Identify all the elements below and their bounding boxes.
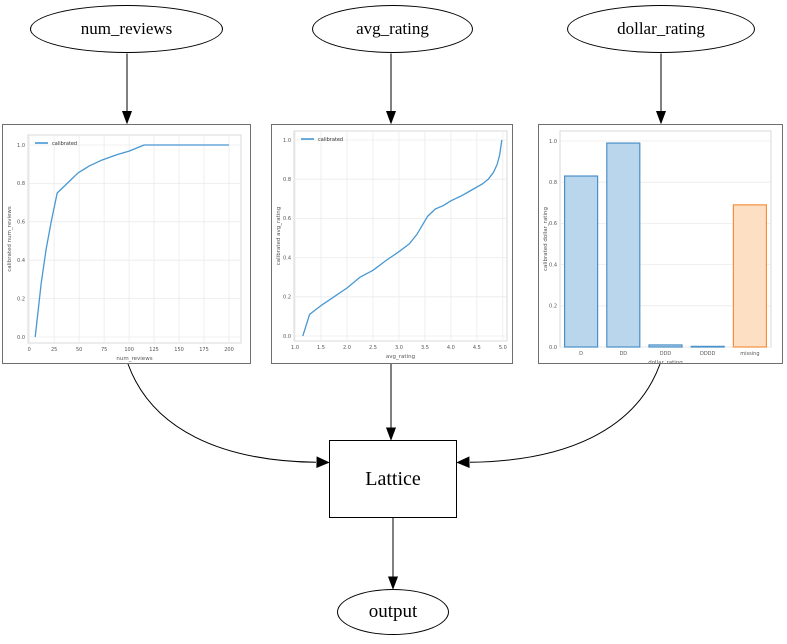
- x-tick-label: 50: [76, 347, 82, 353]
- calibration-line: [302, 139, 503, 337]
- y-tick-label: 0.2: [17, 296, 25, 302]
- y-axis-label: calibrated num_reviews: [7, 206, 13, 272]
- bar-D: [564, 175, 599, 348]
- y-axis: 0.0 0.2 0.4 0.6 0.8 1.0: [283, 138, 291, 340]
- node-dollar-rating-label: dollar_rating: [617, 19, 705, 38]
- y-axis: 0.0 0.2 0.4 0.6 0.8 1.0: [549, 139, 557, 351]
- y-tick-label: 0.8: [17, 181, 25, 187]
- arrowhead: [387, 576, 399, 590]
- x-tick-label: D: [579, 351, 583, 357]
- y-tick-label: 0.2: [283, 295, 291, 301]
- x-tick-label: 2.0: [343, 345, 351, 351]
- x-tick-label: 3.5: [421, 345, 429, 351]
- grid: [28, 135, 241, 343]
- bar-missing: [732, 204, 767, 348]
- y-tick-label: 0.4: [17, 258, 25, 264]
- node-lattice: Lattice: [329, 440, 457, 518]
- x-axis-label: dollar_rating: [648, 360, 683, 363]
- y-tick-label: 0.4: [549, 262, 557, 268]
- y-axis: 0.0 0.2 0.4 0.6 0.8 1.0: [17, 143, 25, 341]
- node-lattice-label: Lattice: [365, 467, 421, 490]
- legend-label: calibrated: [318, 137, 343, 143]
- x-tick-label: 125: [149, 347, 159, 353]
- arrowhead: [456, 456, 470, 469]
- y-tick-label: 1.0: [283, 138, 291, 144]
- legend: calibrated: [35, 141, 77, 147]
- bar-DDD: [648, 344, 683, 348]
- x-tick-label: DDD: [660, 351, 672, 357]
- x-tick-label: 4.5: [473, 345, 481, 351]
- chart-avg-rating-svg: 0.0 0.2 0.4 0.6 0.8 1.0 1.0 1.5 2.0 2.5 3.0 3.5 4.0 4…: [276, 130, 508, 360]
- node-avg-rating: avg_rating: [312, 5, 473, 53]
- x-tick-label: 100: [124, 347, 134, 353]
- x-tick-label: 4.0: [447, 345, 455, 351]
- bar-DDDD: [690, 345, 725, 348]
- bar-DD: [606, 142, 641, 348]
- x-axis: 1.0 1.5 2.0 2.5 3.0 3.5 4.0 4.5 5.0: [291, 345, 507, 351]
- bars: [564, 142, 767, 348]
- calibration-line: [34, 144, 229, 338]
- edge-calibrator3-to-lattice: [469, 363, 661, 463]
- x-tick-label: 150: [174, 347, 184, 353]
- x-tick-label: 75: [101, 347, 107, 353]
- y-axis-label: calibrated avg_rating: [276, 207, 282, 266]
- x-tick-label: DDDD: [700, 351, 716, 357]
- chart-num-reviews-svg: 0.0 0.2 0.4 0.6 0.8 1.0 0 25 50 75 100 125 150 175 200…: [7, 134, 242, 362]
- node-num-reviews-label: num_reviews: [80, 19, 173, 38]
- y-tick-label: 1.0: [17, 143, 25, 149]
- y-tick-label: 0.8: [283, 177, 291, 183]
- y-axis-label: calibrated dollar_rating: [543, 207, 549, 271]
- x-tick-label: 0: [28, 347, 31, 353]
- node-avg-rating-label: avg_rating: [356, 19, 429, 38]
- x-tick-label: 5.0: [499, 345, 507, 351]
- grid: [294, 131, 507, 341]
- chart-avg-rating-calibration: 0.0 0.2 0.4 0.6 0.8 1.0 1.0 1.5 2.0 2.5 3.0 3.5 4.0 4…: [271, 124, 513, 364]
- y-tick-label: 1.0: [549, 139, 557, 145]
- legend-label: calibrated: [52, 141, 77, 147]
- y-tick-label: 0.0: [283, 334, 291, 340]
- arrowhead: [316, 456, 330, 469]
- y-tick-label: 0.6: [283, 216, 291, 222]
- y-tick-label: 0.6: [549, 221, 557, 227]
- arrowhead: [655, 111, 667, 125]
- y-tick-label: 0.0: [17, 335, 25, 341]
- x-tick-label: 3.0: [395, 345, 403, 351]
- x-tick-label: 175: [199, 347, 209, 353]
- plot-area: [293, 130, 508, 342]
- node-output: output: [337, 589, 449, 635]
- y-tick-label: 0.8: [549, 180, 557, 186]
- x-axis-label: num_reviews: [116, 356, 152, 362]
- node-dollar-rating: dollar_rating: [567, 5, 755, 53]
- chart-num-reviews-calibration: 0.0 0.2 0.4 0.6 0.8 1.0 0 25 50 75 100 125 150 175 200…: [2, 124, 251, 364]
- arrowhead: [385, 111, 397, 125]
- x-tick-label: 25: [51, 347, 57, 353]
- x-tick-label: 1.5: [317, 345, 325, 351]
- arrowhead: [385, 427, 397, 441]
- x-axis: 0 25 50 75 100 125 150 175 200: [28, 347, 234, 353]
- x-tick-label: 1.0: [291, 345, 299, 351]
- node-output-label: output: [368, 601, 418, 622]
- y-tick-label: 0.2: [549, 304, 557, 310]
- arrowhead: [121, 111, 133, 125]
- x-axis-label: avg_rating: [386, 354, 415, 360]
- plot-area: [27, 134, 242, 344]
- node-num-reviews: num_reviews: [30, 5, 223, 53]
- legend: calibrated: [301, 137, 343, 143]
- x-tick-label: 2.5: [369, 345, 377, 351]
- y-tick-label: 0.0: [549, 345, 557, 351]
- y-tick-label: 0.4: [283, 255, 291, 261]
- x-tick-label: 200: [224, 347, 234, 353]
- edge-calibrator1-to-lattice: [127, 363, 317, 463]
- x-tick-label: missing: [740, 351, 759, 357]
- y-tick-label: 0.6: [17, 220, 25, 226]
- x-tick-label: DD: [619, 351, 627, 357]
